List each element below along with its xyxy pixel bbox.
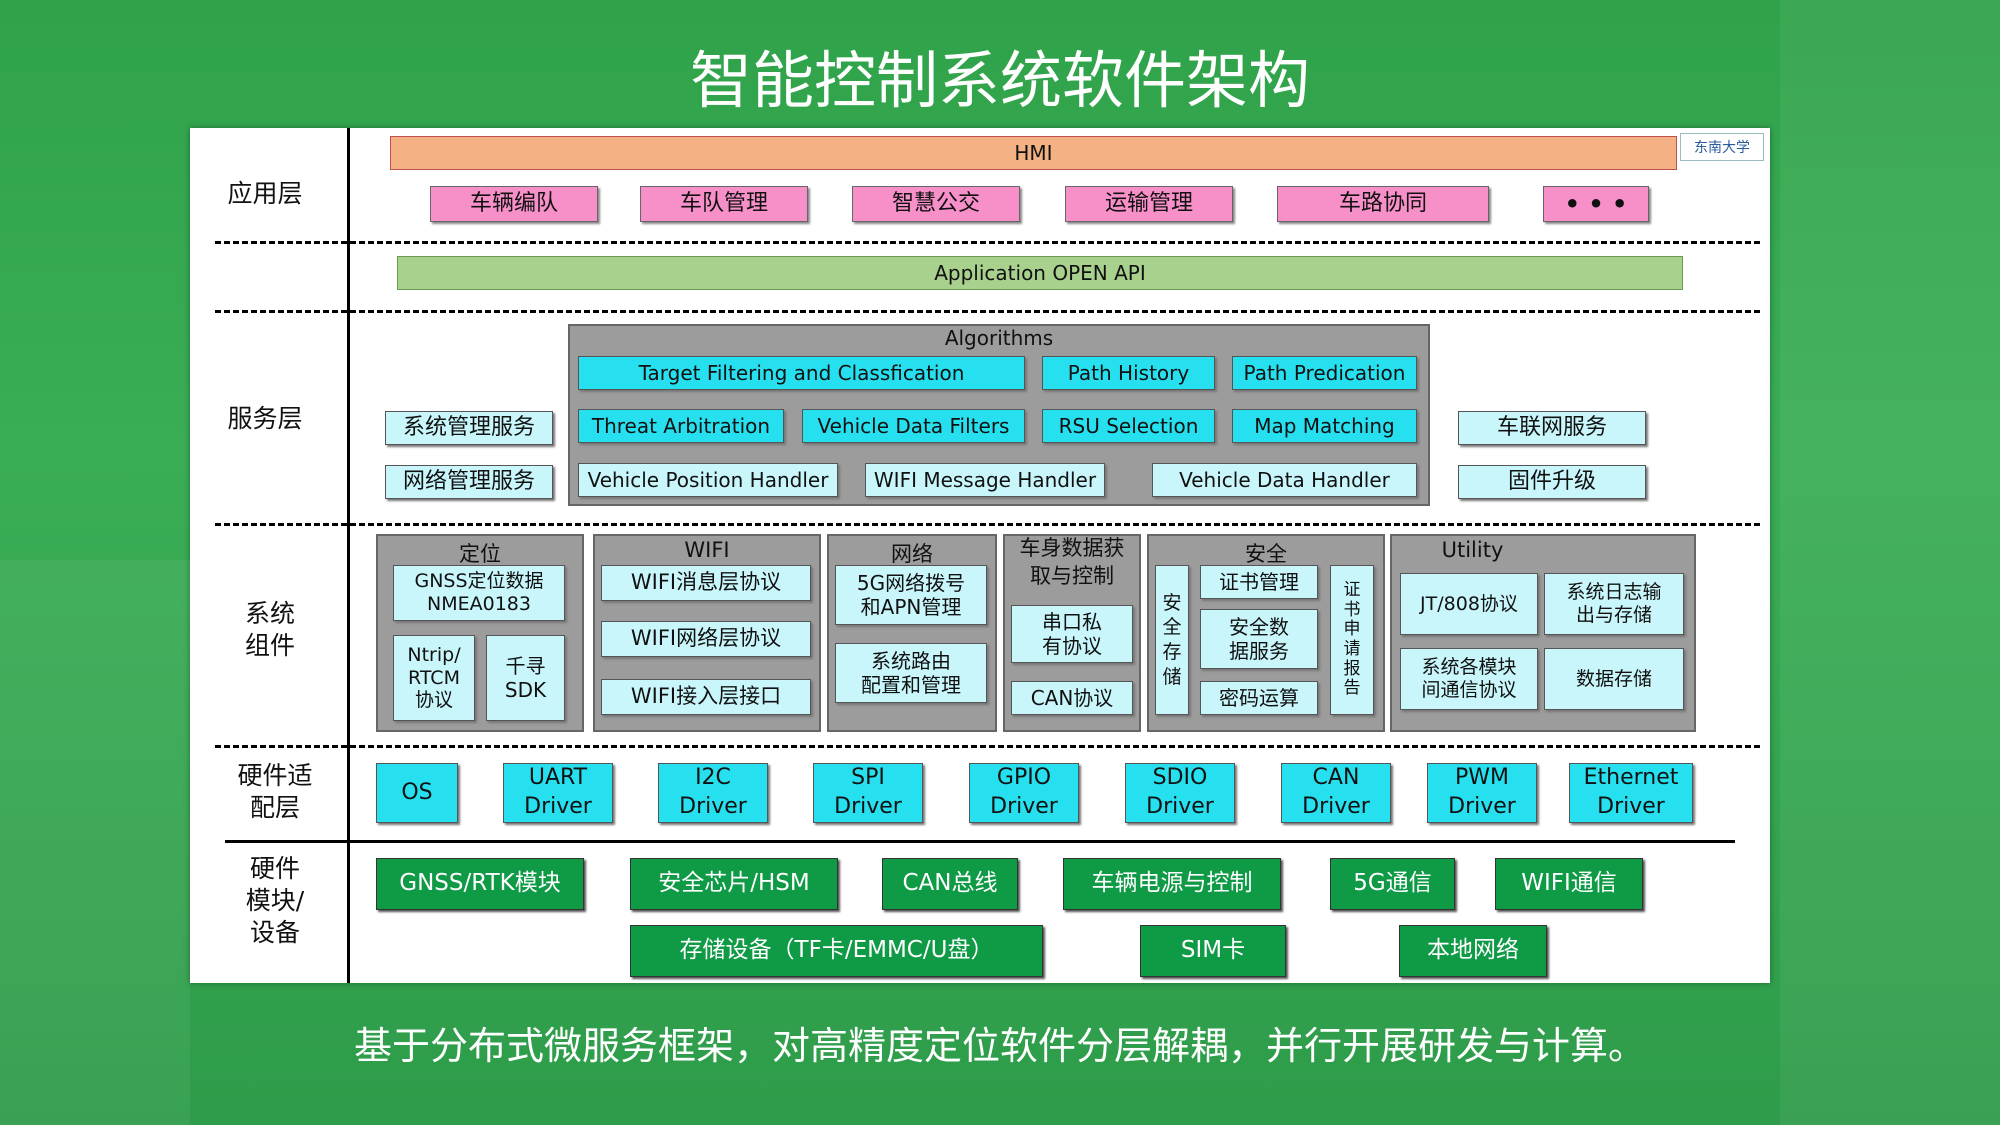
algorithm-box: Path History: [1042, 356, 1215, 390]
hardware-box: 存储设备（TF卡/EMMC/U盘）: [630, 925, 1043, 977]
hardware-box: 本地网络: [1399, 925, 1547, 977]
hardware-box: WIFI通信: [1495, 858, 1643, 910]
driver-box: SDIO Driver: [1125, 763, 1235, 823]
vehicle-data-title: 车身数据获 取与控制: [1019, 536, 1125, 588]
layer-label-system: 系统 组件: [244, 599, 295, 660]
algorithm-box: Vehicle Position Handler: [578, 463, 838, 497]
driver-box: PWM Driver: [1427, 763, 1537, 823]
hardware-box: 安全芯片/HSM: [630, 858, 838, 910]
service-box: 车联网服务: [1458, 411, 1646, 445]
hardware-box: SIM卡: [1140, 925, 1286, 977]
driver-box: GPIO Driver: [969, 763, 1079, 823]
page-subtitle: 基于分布式微服务框架，对高精度定位软件分层解耦，并行开展研发与计算。: [353, 1024, 1646, 1068]
component-box: 证 书 申 请 报 告: [1330, 565, 1374, 715]
layer-label-service: 服务层: [227, 404, 303, 433]
component-box: 证书管理: [1200, 565, 1318, 599]
component-box: 串口私 有协议: [1011, 605, 1133, 663]
background-wall: [1780, 0, 2000, 1125]
app-box: 运输管理: [1065, 186, 1233, 222]
component-box: 5G网络拨号 和APN管理: [835, 565, 987, 625]
component-box: WIFI接入层接口: [601, 679, 811, 715]
layer-divider-vertical: [347, 128, 350, 983]
separator: [215, 310, 1760, 313]
open-api-bar: Application OPEN API: [397, 256, 1683, 290]
driver-box: OS: [376, 763, 458, 823]
hardware-box: 5G通信: [1330, 858, 1455, 910]
positioning-title: 定位: [459, 542, 501, 566]
service-box: 网络管理服务: [385, 465, 553, 499]
driver-box: UART Driver: [503, 763, 613, 823]
service-box: 系统管理服务: [385, 411, 553, 445]
university-logo: 东南大学: [1680, 133, 1764, 161]
security-title: 安全: [1245, 542, 1287, 566]
component-box: Ntrip/ RTCM 协议: [393, 635, 475, 721]
separator: [225, 840, 1735, 843]
component-box: 安全数 据服务: [1200, 609, 1318, 669]
component-box: 安 全 存 储: [1155, 565, 1189, 715]
component-box: 密码运算: [1200, 681, 1318, 715]
algorithm-box: Threat Arbitration: [578, 409, 784, 443]
component-box: 系统日志输 出与存储: [1544, 573, 1684, 635]
wifi-title: WIFI: [684, 538, 730, 562]
component-box: 系统各模块 间通信协议: [1400, 648, 1538, 710]
app-box: 车辆编队: [430, 186, 598, 222]
separator: [215, 241, 1760, 244]
component-box: 系统路由 配置和管理: [835, 643, 987, 703]
component-box: 千寻 SDK: [486, 635, 565, 721]
network-title: 网络: [891, 542, 933, 566]
algorithm-box: Vehicle Data Filters: [802, 409, 1025, 443]
hmi-bar: HMI: [390, 136, 1677, 170]
background-building: [0, 560, 190, 1125]
component-box: 数据存储: [1544, 648, 1684, 710]
algorithms-title: Algorithms: [944, 326, 1054, 350]
layer-label-hardware: 硬件 模块/ 设备: [245, 854, 305, 947]
architecture-diagram: 东南大学 应用层 服务层 系统 组件 硬件适 配层 硬件 模块/ 设备 HMI …: [190, 128, 1770, 983]
page-title: 智能控制系统软件架构: [689, 44, 1310, 117]
app-box: 智慧公交: [852, 186, 1020, 222]
component-box: CAN协议: [1011, 681, 1133, 715]
separator: [215, 523, 1760, 526]
driver-box: Ethernet Driver: [1569, 763, 1693, 823]
component-box: WIFI网络层协议: [601, 621, 811, 657]
algorithm-box: Vehicle Data Handler: [1152, 463, 1417, 497]
driver-box: CAN Driver: [1281, 763, 1391, 823]
algorithm-box: Target Filtering and Classfication: [578, 356, 1025, 390]
utility-title: Utility: [1441, 538, 1504, 562]
service-box: 固件升级: [1458, 465, 1646, 499]
layer-label-app: 应用层: [227, 179, 303, 208]
app-box: 车路协同: [1277, 186, 1489, 222]
app-box: 车队管理: [640, 186, 808, 222]
hardware-box: CAN总线: [882, 858, 1018, 910]
component-box: JT/808协议: [1400, 573, 1538, 635]
more-apps-box: • • •: [1543, 186, 1649, 222]
layer-label-hal: 硬件适 配层: [237, 761, 313, 822]
component-box: WIFI消息层协议: [601, 565, 811, 601]
driver-box: I2C Driver: [658, 763, 768, 823]
component-box: GNSS定位数据 NMEA0183: [393, 565, 565, 621]
algorithm-box: WIFI Message Handler: [865, 463, 1105, 497]
algorithm-box: Map Matching: [1232, 409, 1417, 443]
hardware-box: GNSS/RTK模块: [376, 858, 584, 910]
hardware-box: 车辆电源与控制: [1063, 858, 1281, 910]
driver-box: SPI Driver: [813, 763, 923, 823]
separator: [215, 745, 1760, 748]
algorithm-box: Path Predication: [1232, 356, 1417, 390]
algorithm-box: RSU Selection: [1042, 409, 1215, 443]
